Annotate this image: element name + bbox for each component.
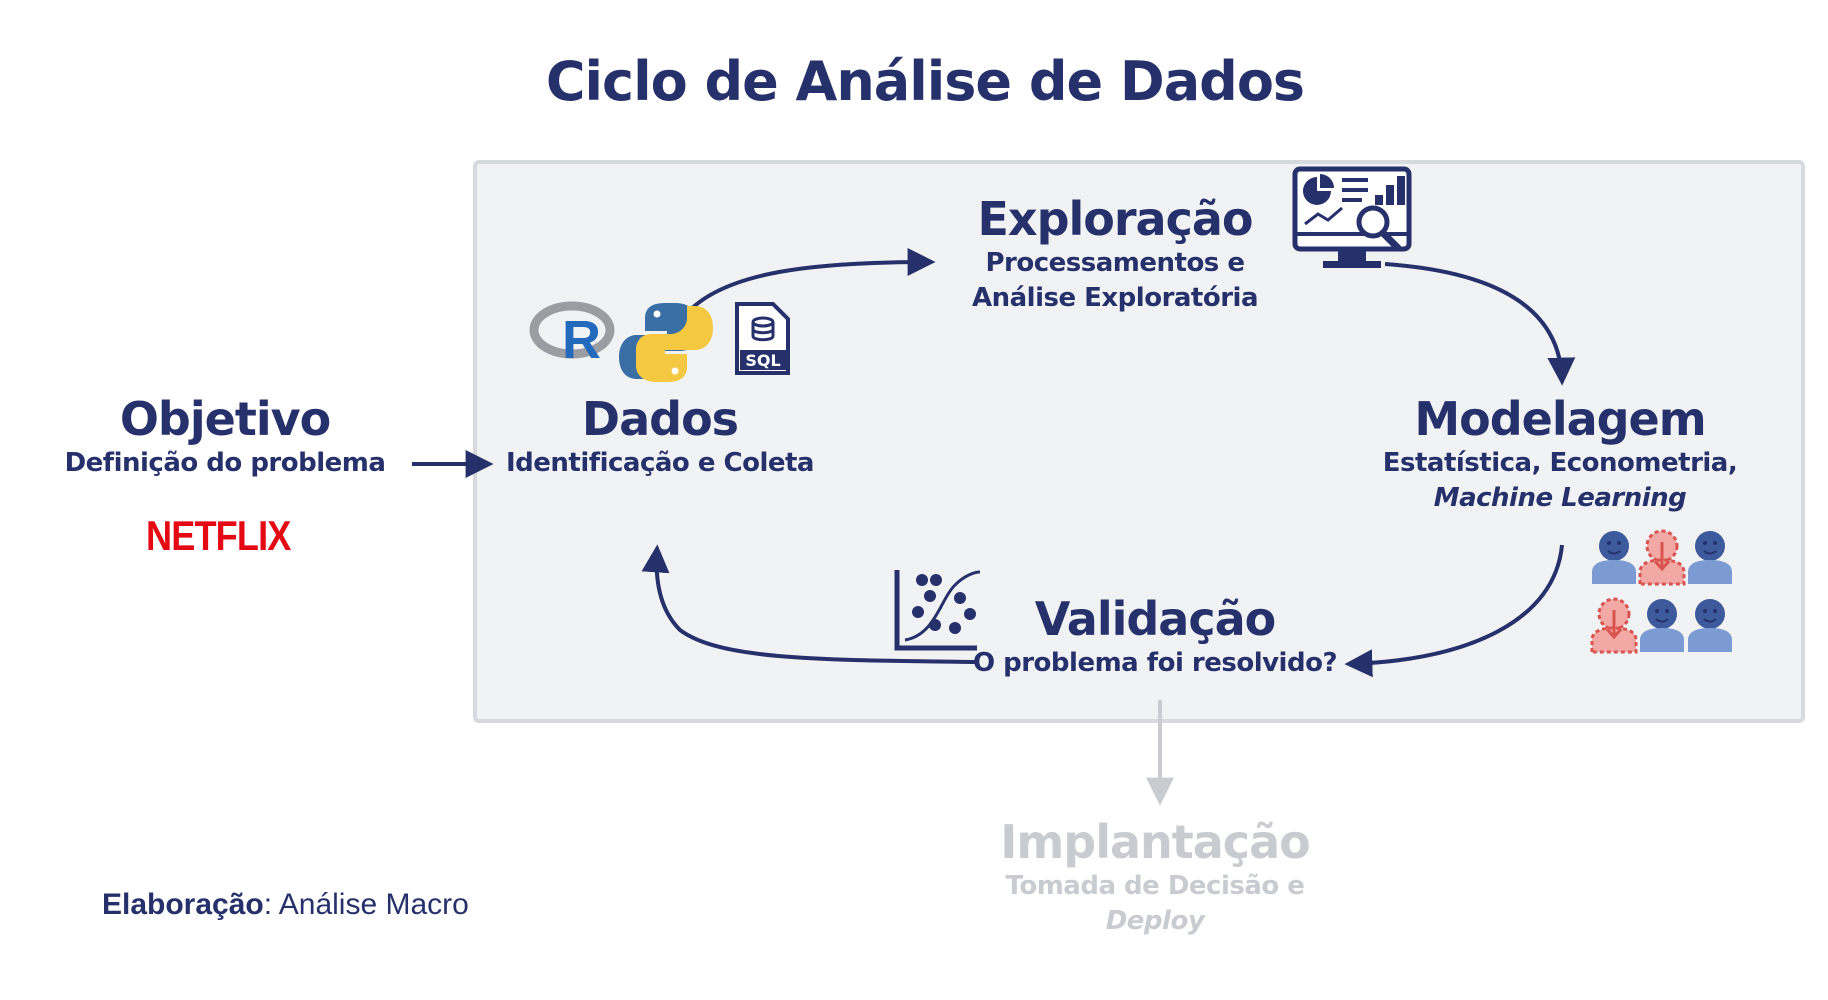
arrow-dados-to-exploracao (681, 248, 936, 320)
modelagem-subtitle-line2: Machine Learning (1433, 483, 1687, 513)
node-modelagem: Modelagem Estatística, Econometria, Mach… (1370, 392, 1750, 516)
sql-file-icon: SQL (735, 302, 790, 375)
credit-value: : Análise Macro (263, 888, 469, 921)
objetivo-subtitle: Definição do problema (64, 448, 386, 478)
validacao-subtitle: O problema foi resolvido? (972, 648, 1338, 678)
netflix-logo: NETFLIX (146, 512, 291, 559)
page-title: Ciclo de Análise de Dados (545, 50, 1305, 113)
node-implantacao: Implantação Tomada de Decisão e Deploy (970, 815, 1340, 939)
r-logo-icon: R (529, 301, 615, 370)
arrow-validacao-to-dados (641, 544, 976, 664)
arrow-modelagem-to-validacao (1344, 544, 1564, 678)
node-objetivo: Objetivo Definição do problema (60, 392, 390, 481)
arrow-exploracao-to-modelagem (1384, 262, 1576, 386)
exploracao-subtitle-line2: Análise Exploratória (971, 283, 1259, 313)
credit-line: Elaboração: Análise Macro (102, 888, 469, 922)
exploracao-title: Exploração (977, 192, 1253, 246)
implantacao-subtitle-line2: Deploy (1105, 906, 1205, 936)
implantacao-title: Implantação (1000, 815, 1310, 869)
dados-subtitle: Identificação e Coleta (506, 448, 814, 478)
modelagem-title: Modelagem (1414, 392, 1706, 446)
credit-label: Elaboração (102, 888, 264, 921)
objetivo-title: Objetivo (119, 392, 331, 446)
dados-title: Dados (581, 392, 739, 446)
modelagem-subtitle-line1: Estatística, Econometria, (1382, 448, 1738, 478)
node-exploracao: Exploração Processamentos e Análise Expl… (935, 192, 1295, 316)
cycle-panel (473, 160, 1805, 723)
validacao-title: Validação (1034, 592, 1277, 646)
python-logo-icon (619, 303, 713, 382)
r-letter: R (562, 310, 601, 370)
implantacao-subtitle-line1: Tomada de Decisão e (1005, 871, 1305, 901)
sql-label: SQL (745, 351, 780, 370)
node-validacao: Validação O problema foi resolvido? (970, 592, 1340, 681)
node-dados: Dados Identificação e Coleta (495, 392, 825, 481)
exploracao-subtitle-line1: Processamentos e (985, 248, 1245, 278)
